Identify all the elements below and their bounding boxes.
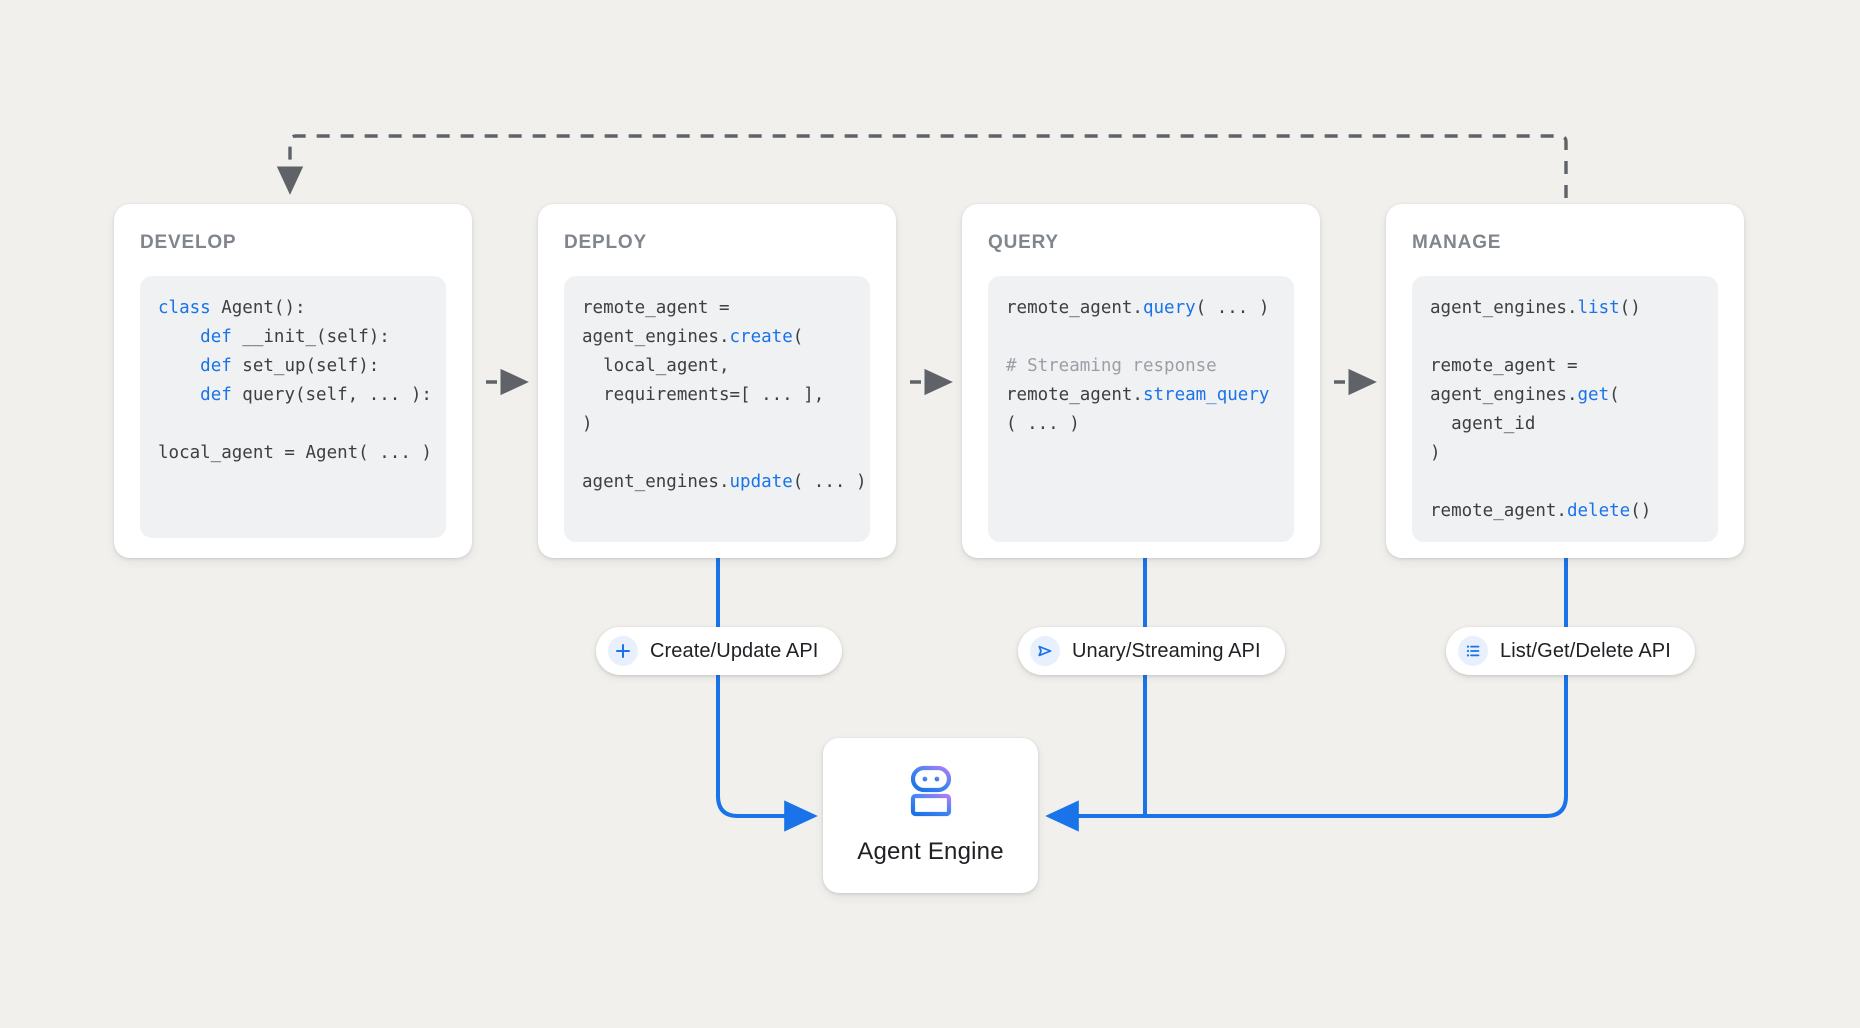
wire-deploy-to-engine xyxy=(716,558,818,832)
stage-card-query[interactable]: QUERY remote_agent.query( ... ) # Stream… xyxy=(962,204,1320,558)
wire-manage-to-engine xyxy=(1060,558,1568,818)
send-icon xyxy=(1030,636,1060,666)
api-pill-label: Unary/Streaming API xyxy=(1072,639,1261,662)
api-pill-label: Create/Update API xyxy=(650,639,819,662)
wire-query-to-engine xyxy=(1045,558,1147,832)
agent-engine-card[interactable]: Agent Engine xyxy=(823,738,1038,893)
api-pill-unary-streaming[interactable]: Unary/Streaming API xyxy=(1018,627,1285,675)
stage-title-manage: MANAGE xyxy=(1412,232,1502,253)
feedback-arrow xyxy=(276,134,1568,198)
stage-card-deploy[interactable]: DEPLOY remote_agent = agent_engines.crea… xyxy=(538,204,896,558)
stage-title-query: QUERY xyxy=(988,232,1059,253)
robot-icon xyxy=(900,765,962,824)
stage-card-develop[interactable]: DEVELOP class Agent(): def __init_(self)… xyxy=(114,204,472,558)
code-block-query: remote_agent.query( ... ) # Streaming re… xyxy=(988,276,1294,542)
api-pill-list-get-delete[interactable]: List/Get/Delete API xyxy=(1446,627,1695,675)
stage-card-manage[interactable]: MANAGE agent_engines.list() remote_agent… xyxy=(1386,204,1744,558)
api-pill-label: List/Get/Delete API xyxy=(1500,639,1671,662)
plus-icon xyxy=(608,636,638,666)
stage-title-deploy: DEPLOY xyxy=(564,232,647,253)
code-block-manage: agent_engines.list() remote_agent = agen… xyxy=(1412,276,1718,542)
code-block-develop: class Agent(): def __init_(self): def se… xyxy=(140,276,446,538)
list-icon xyxy=(1458,636,1488,666)
code-block-deploy: remote_agent = agent_engines.create( loc… xyxy=(564,276,870,542)
agent-engine-label: Agent Engine xyxy=(857,838,1004,865)
api-pill-create-update[interactable]: Create/Update API xyxy=(596,627,843,675)
stage-title-develop: DEVELOP xyxy=(140,232,237,253)
